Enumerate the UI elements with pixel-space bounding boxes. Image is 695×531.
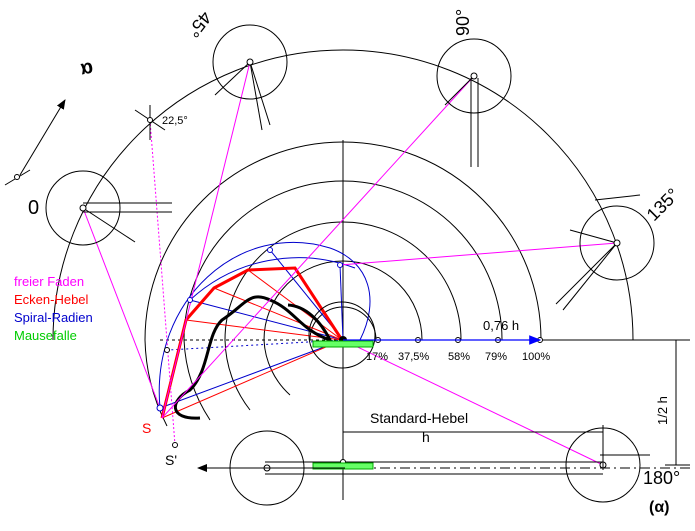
free-threads <box>82 61 618 466</box>
labels: 0 22,5° 45° 90° 135° 180° α (α) freier F… <box>14 8 683 516</box>
angle-90-label: 90° <box>453 9 473 36</box>
legend-corner-lever: Ecken-Hebel <box>14 292 89 307</box>
axes <box>160 140 680 500</box>
half-h-label: 1/2 h <box>655 396 670 425</box>
lower-arcs <box>183 339 291 421</box>
point-s-label: S <box>142 420 151 436</box>
standard-lever-label: Standard-Hebel <box>370 410 468 426</box>
rotation-arrow <box>19 99 66 176</box>
alpha-rotated-label: α <box>78 57 95 81</box>
mousetrap-bars <box>312 340 374 470</box>
angle-135-label: 135° <box>643 184 683 224</box>
angle-45-label: 45° <box>183 8 216 42</box>
spiral-arc <box>158 242 371 409</box>
position-circles <box>45 24 655 506</box>
point-s-prime-label: S' <box>165 452 177 468</box>
tick-17: 17% <box>366 351 388 363</box>
tick-79: 79% <box>485 351 507 363</box>
angle-0-label: 0 <box>28 197 39 219</box>
angle-ticks <box>4 105 650 456</box>
standard-lever-dimension <box>342 339 690 470</box>
legend-spiral-radii: Spiral-Radien <box>14 310 93 325</box>
legend-free-thread: freier Faden <box>14 274 84 289</box>
tick-58: 58% <box>448 351 470 363</box>
tick-100: 100% <box>522 351 550 363</box>
alpha-bottom-label: (α) <box>649 499 670 516</box>
tick-37: 37,5% <box>398 351 429 363</box>
angle-22-label: 22,5° <box>162 115 188 127</box>
angle-180-label: 180° <box>643 468 680 488</box>
reach-label: 0,76 h <box>483 318 519 333</box>
h-label: h <box>422 429 430 445</box>
legend-mousetrap: Mausefalle <box>14 328 77 343</box>
